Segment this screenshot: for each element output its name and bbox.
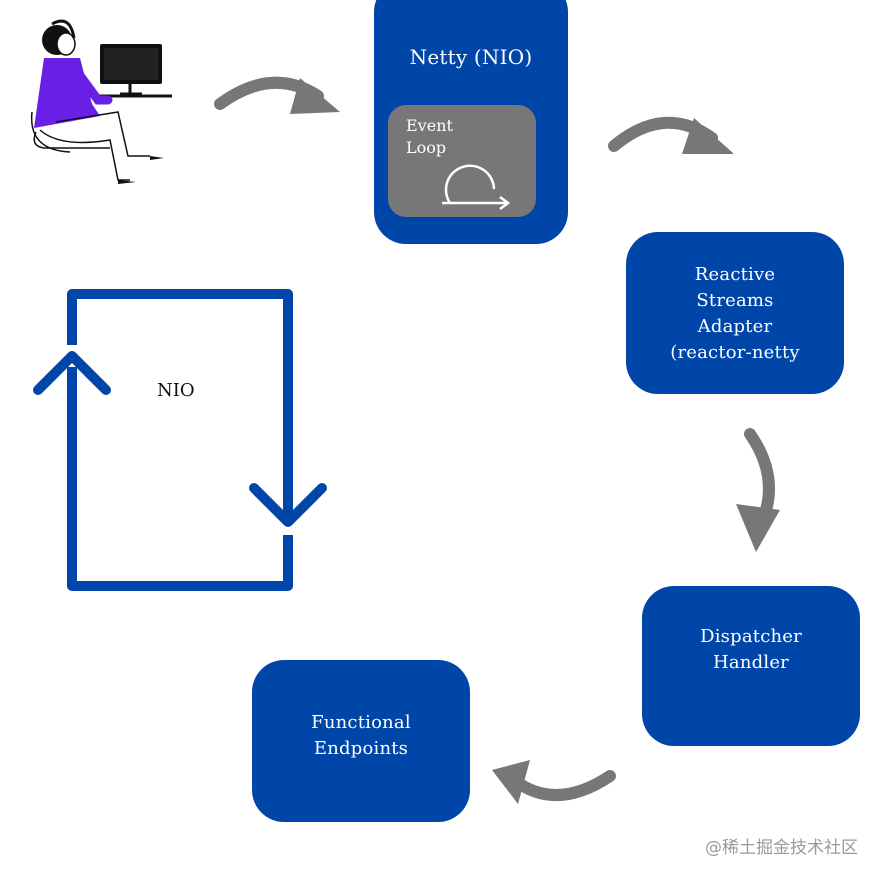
dispatcher-handler-label: Dispatcher Handler xyxy=(700,626,802,673)
arrow-user-to-netty xyxy=(214,76,340,114)
dispatcher-handler-node: Dispatcher Handler xyxy=(642,586,860,746)
functional-endpoints-label: Functional Endpoints xyxy=(311,712,411,759)
arrow-reactive-to-dispatcher xyxy=(736,428,780,552)
netty-label: Netty (NIO) xyxy=(409,45,533,69)
reactive-streams-adapter-node: Reactive Streams Adapter (reactor-netty xyxy=(626,232,844,394)
reactive-streams-adapter-label: Reactive Streams Adapter (reactor-netty xyxy=(670,264,800,363)
arrow-dispatcher-to-functional xyxy=(492,760,616,804)
watermark: @稀土掘金技术社区 xyxy=(705,838,858,858)
arrow-netty-to-reactive xyxy=(608,116,734,154)
nio-label: NIO xyxy=(157,380,195,401)
event-loop-label: Event Loop xyxy=(406,116,453,157)
event-loop-node: Event Loop xyxy=(388,105,536,217)
cycle-arrow-icon xyxy=(442,164,511,210)
functional-endpoints-node: Functional Endpoints xyxy=(252,660,470,822)
